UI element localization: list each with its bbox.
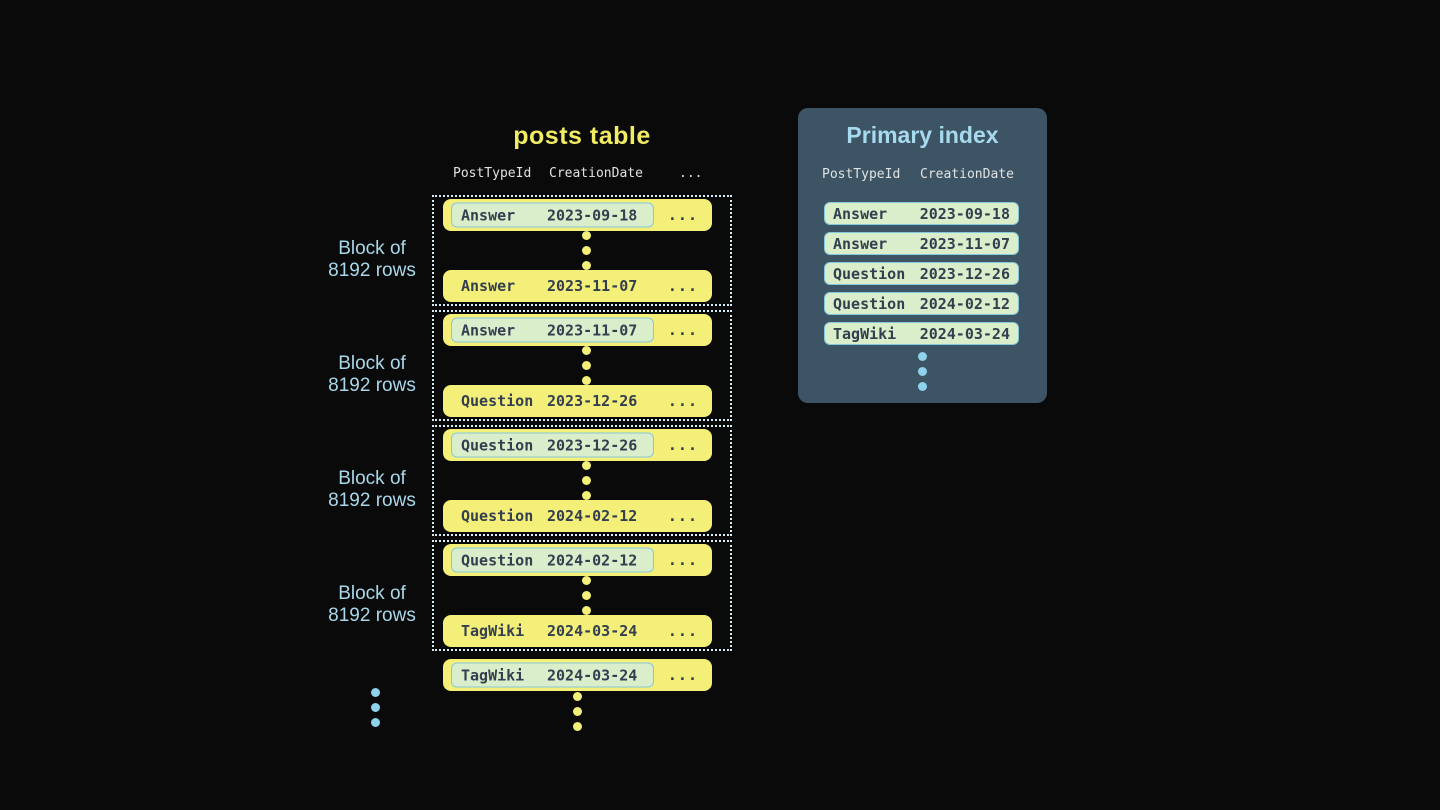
post-type-cell: Answer bbox=[461, 277, 516, 295]
creation-date-cell: 2023-09-18 bbox=[547, 206, 638, 224]
column-header-creationdate: CreationDate bbox=[549, 166, 643, 181]
creation-date-cell: 2024-02-12 bbox=[919, 294, 1010, 313]
creation-date-cell: 2024-03-24 bbox=[919, 324, 1010, 343]
block-label-3: Block of 8192 rows bbox=[328, 468, 416, 511]
creation-date-cell: 2023-12-26 bbox=[919, 264, 1010, 283]
posts-table-title: posts table bbox=[513, 122, 651, 150]
index-entry-highlight: Answer 2023-11-07 bbox=[451, 317, 654, 343]
creation-date-cell: 2023-12-26 bbox=[547, 392, 638, 410]
primary-index-title: Primary index bbox=[846, 122, 999, 148]
posts-table-column-headers: PostTypeId CreationDate ... bbox=[432, 166, 732, 184]
post-type-cell: TagWiki bbox=[461, 666, 525, 684]
block-label-4: Block of 8192 rows bbox=[328, 583, 416, 626]
primary-index-rows: Answer 2023-09-18 Answer 2023-11-07 Ques… bbox=[824, 202, 1019, 352]
creation-date-cell: 2023-11-07 bbox=[547, 321, 638, 339]
creation-date-cell: 2023-11-07 bbox=[547, 277, 638, 295]
vertical-ellipsis-icon bbox=[582, 346, 591, 385]
creation-date-cell: 2023-12-26 bbox=[547, 436, 638, 454]
column-header-posttypeid: PostTypeId bbox=[453, 166, 532, 181]
creation-date-cell: 2023-11-07 bbox=[919, 234, 1010, 253]
post-type-cell: Question bbox=[461, 507, 534, 525]
post-type-cell: Answer bbox=[461, 321, 516, 339]
vertical-ellipsis-icon bbox=[798, 352, 1047, 391]
index-entry-highlight: Question 2024-02-12 bbox=[451, 547, 654, 573]
row-more-columns: ... bbox=[667, 507, 698, 525]
creation-date-cell: 2024-02-12 bbox=[547, 507, 638, 525]
vertical-ellipsis-icon bbox=[582, 576, 591, 615]
row-more-columns: ... bbox=[667, 622, 698, 640]
post-type-cell: TagWiki bbox=[833, 324, 897, 343]
more-blocks-ellipsis-icon bbox=[331, 688, 419, 727]
index-entry-highlight: TagWiki 2024-03-24 bbox=[451, 662, 654, 688]
index-row: Answer 2023-09-18 bbox=[824, 202, 1019, 225]
index-row: Question 2024-02-12 bbox=[824, 292, 1019, 315]
primary-index-panel: Primary index PostTypeId CreationDate An… bbox=[798, 108, 1047, 403]
post-type-cell: Answer bbox=[461, 206, 516, 224]
post-type-cell: TagWiki bbox=[461, 622, 525, 640]
creation-date-cell: 2024-03-24 bbox=[547, 666, 638, 684]
table-row: TagWiki 2024-03-24 ... bbox=[443, 615, 712, 647]
creation-date-cell: 2023-09-18 bbox=[919, 204, 1010, 223]
row-more-columns: ... bbox=[667, 321, 698, 339]
row-more-columns: ... bbox=[667, 666, 698, 684]
post-type-cell: Question bbox=[461, 392, 534, 410]
creation-date-cell: 2024-03-24 bbox=[547, 622, 638, 640]
table-row: Answer 2023-11-07 ... bbox=[443, 314, 712, 346]
row-more-columns: ... bbox=[667, 551, 698, 569]
primary-index-column-headers: PostTypeId CreationDate bbox=[798, 167, 1047, 185]
index-entry-highlight: Question 2023-12-26 bbox=[451, 432, 654, 458]
post-type-cell: Question bbox=[833, 294, 906, 313]
post-type-cell: Answer bbox=[833, 234, 888, 253]
row-more-columns: ... bbox=[667, 392, 698, 410]
row-more-columns: ... bbox=[667, 436, 698, 454]
post-type-cell: Question bbox=[461, 551, 534, 569]
row-block-1: Answer 2023-09-18 ... Answer 2023-11-07 … bbox=[432, 195, 732, 306]
index-row: Answer 2023-11-07 bbox=[824, 232, 1019, 255]
table-row: TagWiki 2024-03-24 ... bbox=[443, 659, 712, 691]
post-type-cell: Question bbox=[833, 264, 906, 283]
index-entry-highlight: Answer 2023-09-18 bbox=[451, 202, 654, 228]
column-header-other-columns: ... bbox=[679, 166, 703, 181]
column-header-creationdate: CreationDate bbox=[920, 167, 1014, 182]
index-row: TagWiki 2024-03-24 bbox=[824, 322, 1019, 345]
block-label-1: Block of 8192 rows bbox=[328, 238, 416, 281]
vertical-ellipsis-icon bbox=[582, 231, 591, 270]
post-type-cell: Question bbox=[461, 436, 534, 454]
vertical-ellipsis-icon bbox=[443, 692, 712, 731]
post-type-cell: Answer bbox=[833, 204, 888, 223]
vertical-ellipsis-icon bbox=[582, 461, 591, 500]
row-more-columns: ... bbox=[667, 277, 698, 295]
table-row: Answer 2023-11-07 ... bbox=[443, 270, 712, 302]
table-row: Answer 2023-09-18 ... bbox=[443, 199, 712, 231]
table-row: Question 2023-12-26 ... bbox=[443, 429, 712, 461]
block-label-2: Block of 8192 rows bbox=[328, 353, 416, 396]
row-more-columns: ... bbox=[667, 206, 698, 224]
table-row: Question 2024-02-12 ... bbox=[443, 500, 712, 532]
column-header-posttypeid: PostTypeId bbox=[822, 167, 901, 182]
row-block-2: Answer 2023-11-07 ... Question 2023-12-2… bbox=[432, 310, 732, 421]
table-row: Question 2023-12-26 ... bbox=[443, 385, 712, 417]
creation-date-cell: 2024-02-12 bbox=[547, 551, 638, 569]
index-row: Question 2023-12-26 bbox=[824, 262, 1019, 285]
table-row: Question 2024-02-12 ... bbox=[443, 544, 712, 576]
row-block-4: Question 2024-02-12 ... TagWiki 2024-03-… bbox=[432, 540, 732, 651]
row-block-3: Question 2023-12-26 ... Question 2024-02… bbox=[432, 425, 732, 536]
